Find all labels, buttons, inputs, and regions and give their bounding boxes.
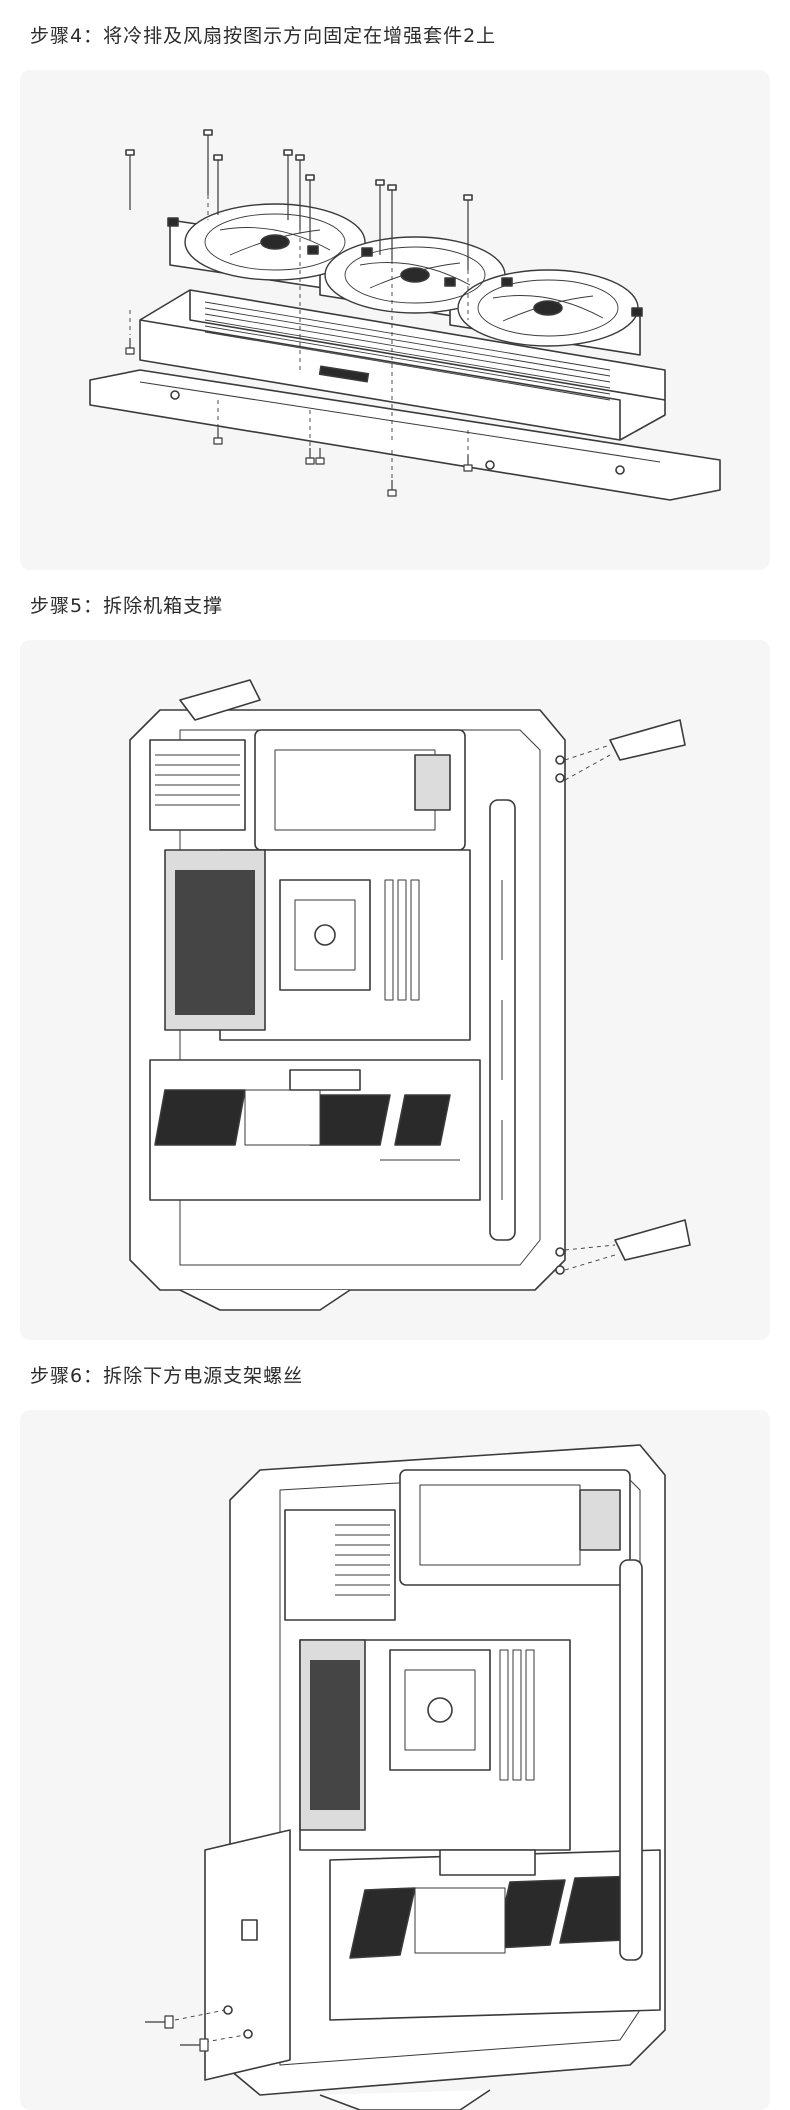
psu-bracket-screws-drawing [145, 1444, 666, 2110]
radiator-fan-assembly-drawing [89, 129, 721, 501]
case-supports-drawing [129, 679, 691, 1311]
step5-title: 步骤5：拆除机箱支撑 [30, 595, 224, 617]
step5-illustration-panel [20, 640, 770, 1340]
step4-illustration-panel [20, 70, 770, 570]
step4-title: 步骤4：将冷排及风扇按图示方向固定在增强套件2上 [30, 25, 497, 47]
step6-illustration-panel [20, 1410, 770, 2110]
step6-title: 步骤6：拆除下方电源支架螺丝 [30, 1365, 304, 1387]
